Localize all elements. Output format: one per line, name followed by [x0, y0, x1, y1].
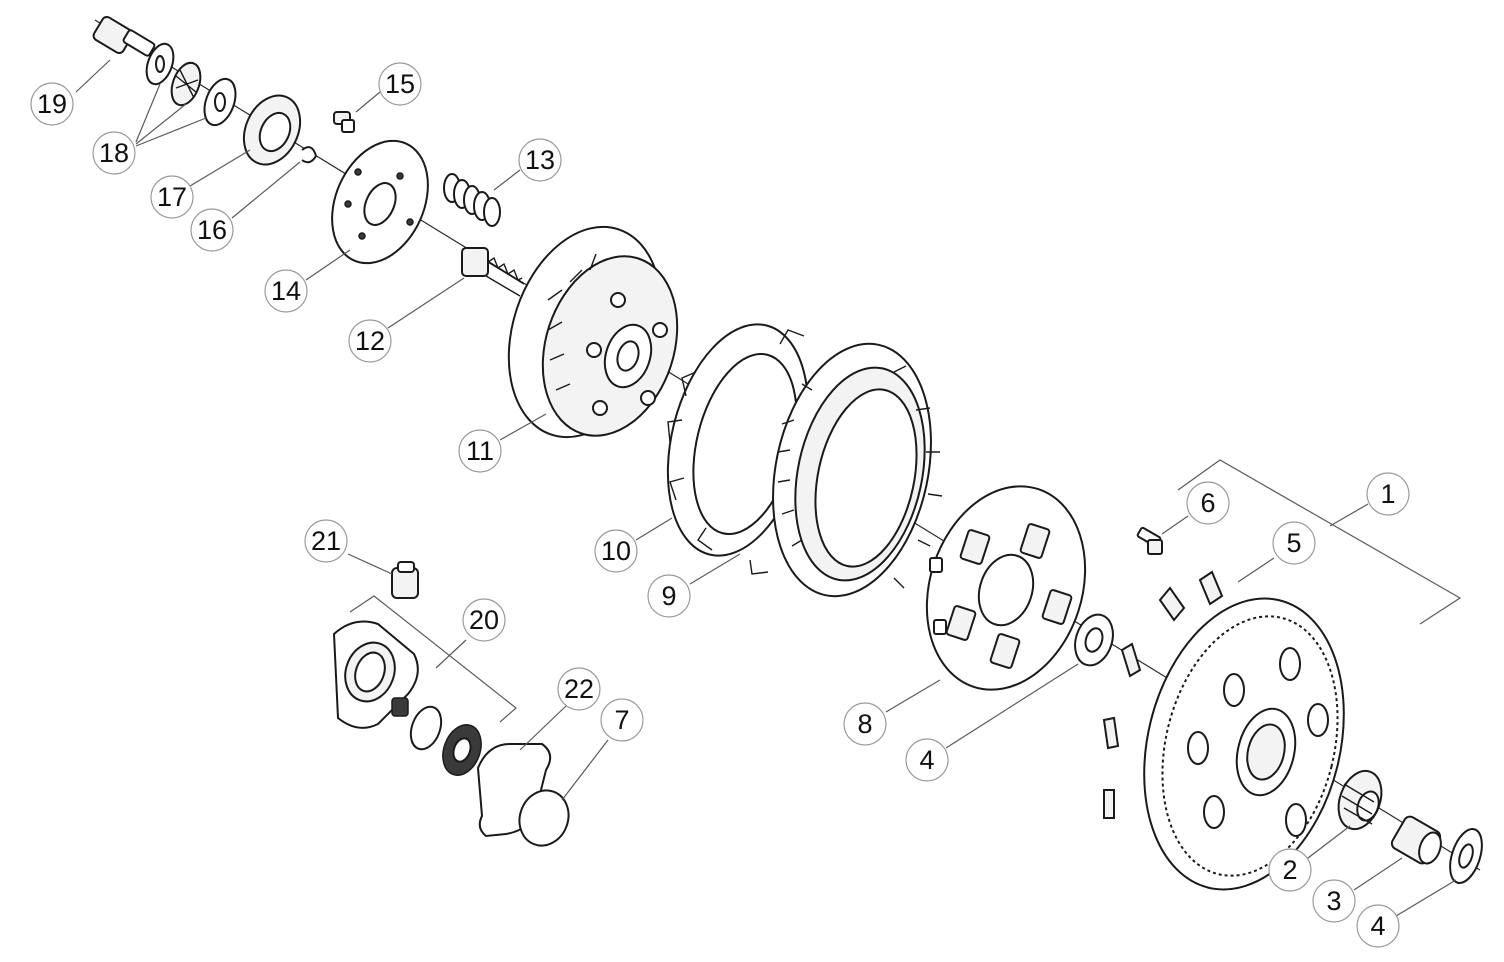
svg-text:9: 9 — [661, 581, 676, 611]
svg-text:12: 12 — [355, 326, 385, 356]
leader-lines — [75, 59, 1457, 917]
svg-text:8: 8 — [857, 709, 872, 739]
callout-6: 6 — [1186, 481, 1230, 525]
svg-text:10: 10 — [601, 536, 631, 566]
part-8-pressure-disc — [925, 485, 1087, 691]
callout-22: 22 — [557, 667, 601, 711]
svg-text:4: 4 — [919, 745, 934, 775]
svg-text:14: 14 — [271, 276, 301, 306]
svg-text:2: 2 — [1282, 855, 1297, 885]
svg-text:3: 3 — [1326, 886, 1341, 916]
part-20-housing — [332, 595, 517, 776]
part-14-pressure-plate — [331, 139, 429, 265]
callout-21: 21 — [304, 519, 348, 563]
svg-text:16: 16 — [197, 215, 227, 245]
callout-19: 19 — [30, 82, 74, 126]
callout-13: 13 — [518, 138, 562, 182]
part-19-bolt — [92, 15, 156, 57]
part-12-bolt — [461, 247, 525, 297]
callout-7: 7 — [600, 698, 644, 742]
svg-text:18: 18 — [99, 138, 129, 168]
svg-text:11: 11 — [466, 436, 494, 466]
callout-17: 17 — [150, 175, 194, 219]
svg-text:13: 13 — [525, 145, 555, 175]
part-6-pin — [1136, 526, 1163, 555]
part-11-clutch-hub — [507, 225, 679, 439]
callout-4a: 4 — [905, 738, 949, 782]
callout-5: 5 — [1272, 521, 1316, 565]
callout-8: 8 — [843, 702, 887, 746]
callout-10: 10 — [594, 529, 638, 573]
svg-text:7: 7 — [614, 705, 629, 735]
callout-2: 2 — [1268, 848, 1312, 892]
part-2-needle-bearing — [1337, 769, 1383, 831]
part-4-washer-a — [1074, 613, 1114, 667]
callout-15: 15 — [378, 62, 422, 106]
svg-text:5: 5 — [1286, 528, 1301, 558]
svg-text:22: 22 — [564, 674, 594, 704]
svg-text:4: 4 — [1370, 911, 1385, 941]
callout-20: 20 — [462, 598, 506, 642]
callout-14: 14 — [264, 269, 308, 313]
part-21-valve — [391, 561, 419, 599]
part-13-spring — [443, 173, 501, 227]
part-3-bushing — [1390, 815, 1442, 865]
part-16-clip — [301, 146, 318, 164]
part-7-o-ring — [518, 789, 570, 847]
callout-16: 16 — [190, 208, 234, 252]
svg-text:17: 17 — [157, 182, 187, 212]
part-1-bracket — [1177, 459, 1462, 625]
part-17-cap — [242, 94, 302, 166]
part-5-clutch-basket — [1102, 570, 1345, 891]
part-15-screw — [333, 111, 355, 133]
svg-text:6: 6 — [1200, 488, 1215, 518]
callout-4b: 4 — [1356, 904, 1400, 948]
part-9-clutch-plates — [772, 342, 943, 598]
svg-text:15: 15 — [385, 69, 415, 99]
svg-text:1: 1 — [1380, 479, 1395, 509]
callout-1: 1 — [1366, 472, 1410, 516]
part-18-washers — [145, 42, 237, 127]
part-4-washer-b — [1449, 828, 1483, 884]
callout-18: 18 — [92, 131, 136, 175]
callout-3: 3 — [1312, 879, 1356, 923]
callout-12: 12 — [348, 319, 392, 363]
svg-text:20: 20 — [469, 605, 499, 635]
callout-11: 11 — [458, 429, 502, 473]
callout-9: 9 — [647, 574, 691, 618]
svg-text:19: 19 — [37, 89, 67, 119]
svg-text:21: 21 — [311, 526, 341, 556]
